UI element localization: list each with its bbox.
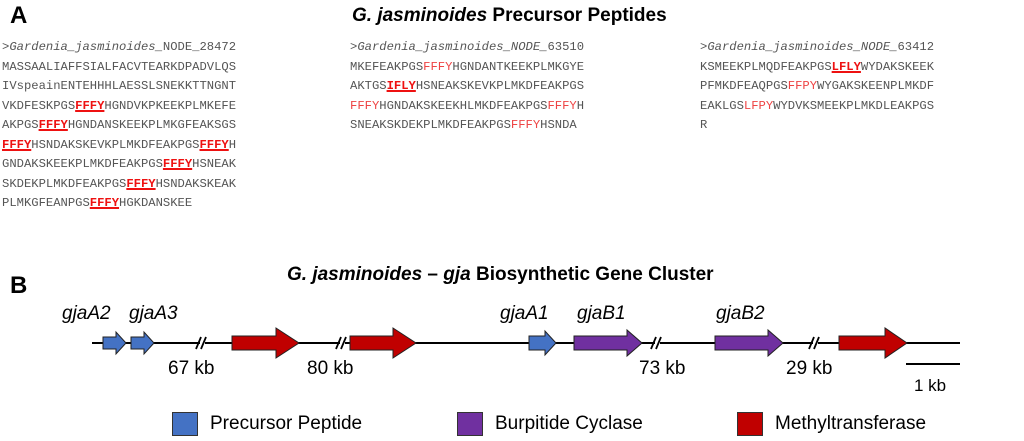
sequence-line: MASSAALIAFFSIALFACVTEARKDPADVLQS xyxy=(2,59,237,74)
sequence-line: SKDEKPLMKDFEAKPGSFFFYHSNDAKSKEAK xyxy=(2,176,237,191)
core-motif: FFFY xyxy=(199,137,229,152)
sequence-line: FFFYHSNDAKSKEVKPLMKDFEAKPGSFFFYH xyxy=(2,137,237,152)
gene-arrow-methyltransferase-1 xyxy=(231,327,300,359)
core-motif: FFPY xyxy=(787,79,818,93)
core-motif: FFFY xyxy=(75,98,105,113)
sequence-line: MKEFEAKPGSFFFYHGNDANTKEEKPLMKGYE xyxy=(350,59,585,74)
gene-label-gjaA2: gjaA2 xyxy=(62,303,111,324)
legend-swatch-methyltransferase xyxy=(737,412,763,436)
gene-label-gjaA3: gjaA3 xyxy=(129,303,178,324)
sequence-line: FFFYHGNDAKSKEEKHLMKDFEAKPGSFFFYH xyxy=(350,98,585,113)
panel-a-title: G. jasminoides Precursor Peptides xyxy=(352,5,667,26)
legend-swatch-cyclase xyxy=(457,412,483,436)
sequence-line: R xyxy=(700,118,708,132)
sequence-line: KSMEEKPLMQDFEAKPGSLFLYWYDAKSKEEK xyxy=(700,59,935,74)
sequence-line: PFMKDFEAQPGSFFPYWYGAKSKEENPLMKDF xyxy=(700,79,935,93)
legend-label-cyclase: Burpitide Cyclase xyxy=(495,413,643,434)
core-motif: IFLY xyxy=(386,79,416,93)
sequence-line: EAKLGSLFPYWYDVKSMEEKPLMKDLEAKPGS xyxy=(700,98,935,113)
panel-a-letter: A xyxy=(10,2,28,29)
sequence-line: AKTGSIFLYHSNEAKSKEVKPLMKDFEAKPGS xyxy=(350,79,585,93)
core-motif: FFFY xyxy=(126,176,156,191)
legend-methyltransferase: Methyltransferase xyxy=(737,412,926,436)
gene-arrow-methyltransferase-3 xyxy=(838,327,908,359)
gap-labels: 67 kb 80 kb 73 kb 29 kb xyxy=(168,358,832,379)
core-motif: FFFY xyxy=(38,118,68,132)
gene-arrow-gjaA1 xyxy=(528,329,557,357)
gene-arrow-gjaA3 xyxy=(130,330,155,356)
break-marks xyxy=(195,336,820,350)
sequence-line: PLMKGFEANPGSFFFYHGKDANSKEE xyxy=(2,196,193,210)
gene-arrow-gjaB2 xyxy=(714,328,784,358)
core-motif: FFFY xyxy=(423,59,453,74)
core-motif: FFFY xyxy=(162,157,193,171)
gap-label-29kb: 29 kb xyxy=(786,358,832,379)
sequence-line: SNEAKSKDEKPLMKDFEAKPGSFFFYHSNDA xyxy=(350,118,577,132)
gap-label-67kb: 67 kb xyxy=(168,358,214,379)
panel-b-title: G. jasminoides – gja Biosynthetic Gene C… xyxy=(287,264,714,285)
core-motif: FFFY xyxy=(510,118,541,132)
gene-arrows xyxy=(102,327,908,359)
legend-swatch-precursor xyxy=(172,412,198,436)
gene-labels: gjaA2 gjaA3 gjaA1 gjaB1 gjaB2 xyxy=(62,303,765,324)
core-motif: LFLY xyxy=(831,59,861,74)
core-motif: LFPY xyxy=(743,98,774,113)
legend-precursor-peptide: Precursor Peptide xyxy=(172,412,362,436)
sequence-header: >Gardenia_jasminoides_NODE_63510 xyxy=(350,40,585,54)
sequence-header: >Gardenia_jasminoides_NODE_28472 xyxy=(2,40,237,54)
panel-b-letter: B xyxy=(10,272,28,299)
sequence-line: GNDAKSKEEKPLMKDFEAKPGSFFFYHSNEAK xyxy=(2,157,237,171)
sequence-line: AKPGSFFFYHGNDANSKEEKPLMKGFEAKSGS xyxy=(2,118,237,132)
core-motif: FFFY xyxy=(547,98,577,113)
legend-label-methyltransferase: Methyltransferase xyxy=(775,413,927,434)
sequence-line: VKDFESKPGSFFFYHGNDVKPKEEKPLMKEFE xyxy=(2,98,237,113)
core-motif: FFFY xyxy=(350,98,380,113)
legend-burpitide-cyclase: Burpitide Cyclase xyxy=(457,412,643,436)
core-motif: FFFY xyxy=(89,196,120,210)
core-motif: FFFY xyxy=(2,137,32,152)
gene-label-gjaA1: gjaA1 xyxy=(500,303,549,324)
gene-label-gjaB1: gjaB1 xyxy=(577,303,626,324)
gene-arrow-gjaA2 xyxy=(102,330,127,356)
sequence-header: >Gardenia_jasminoides_NODE_63412 xyxy=(700,40,935,54)
gap-label-80kb: 80 kb xyxy=(307,358,353,379)
legend-label-precursor: Precursor Peptide xyxy=(210,413,363,434)
gap-label-73kb: 73 kb xyxy=(639,358,685,379)
gene-arrow-gjaB1 xyxy=(573,328,643,358)
scale-label: 1 kb xyxy=(914,376,946,395)
gene-label-gjaB2: gjaB2 xyxy=(716,303,765,324)
sequence-line: IVspeainENTEHHHLAESSLSNEKKTTNGNT xyxy=(2,79,237,93)
gene-arrow-methyltransferase-2 xyxy=(349,327,417,359)
